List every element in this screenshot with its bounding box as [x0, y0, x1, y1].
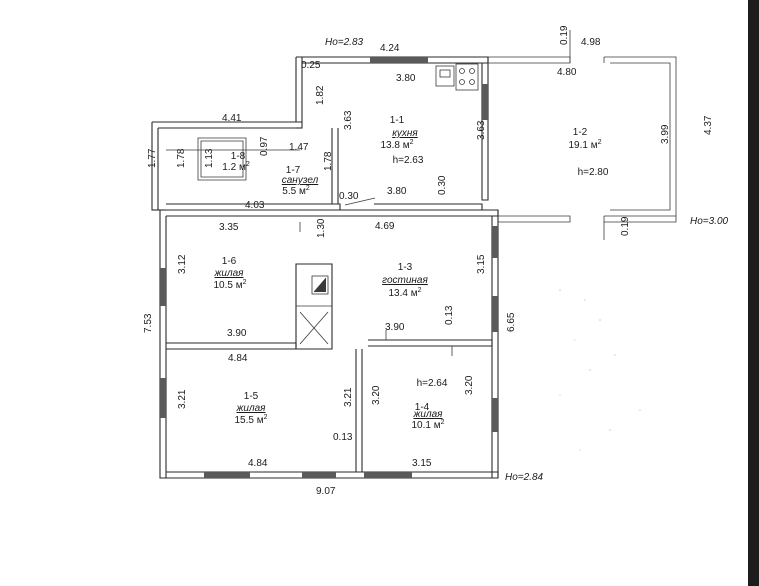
room-area: 5.5 м2	[282, 185, 310, 197]
room-id: 1-3	[398, 262, 413, 273]
dim-label: 4.24	[380, 43, 400, 54]
page-edge	[748, 0, 759, 586]
dim-label: 3.99	[660, 124, 671, 144]
window	[302, 472, 336, 478]
room-1-3: 1-3 гостиная 13.4 м2	[382, 262, 428, 299]
room-id: 1-5	[244, 391, 259, 402]
dim-label: 3.21	[177, 389, 188, 409]
room-1-4: h=2.64 1-4 жилая 10.1 м2	[411, 378, 447, 431]
window	[492, 398, 498, 432]
dim-label: 0.19	[620, 216, 631, 236]
room-area: 13.4 м2	[388, 287, 421, 299]
room-name: гостиная	[382, 275, 428, 286]
room-name: жилая	[413, 409, 444, 420]
room-1-7: 1-7 санузел 5.5 м2	[282, 165, 319, 197]
dim-label: 0.13	[333, 432, 353, 443]
dim-label: 0.13	[444, 305, 455, 325]
room-area: 13.8 м2	[380, 139, 413, 151]
dim-label: 0.97	[259, 136, 270, 156]
exterior-walls	[151, 30, 677, 479]
room-1-5: 1-5 жилая 15.5 м2	[234, 391, 267, 426]
room-id: 1-7	[286, 165, 301, 176]
dim-label: 7.53	[143, 313, 154, 333]
dimension-labels: 4.24 0.19 4.98 0.25 3.80 4.80 4.41 1.82 …	[143, 25, 714, 497]
room-height: h=2.64	[417, 378, 448, 389]
dim-label: 3.63	[343, 110, 354, 130]
dim-label: 4.98	[581, 37, 601, 48]
window	[492, 226, 498, 258]
window	[492, 296, 498, 332]
dim-label: 0.25	[301, 60, 321, 71]
window	[204, 472, 250, 478]
dim-label: 3.21	[343, 387, 354, 407]
dim-label: 4.69	[375, 221, 395, 232]
dim-label: 1.82	[315, 85, 326, 105]
dim-label: 1.13	[204, 148, 215, 168]
room-area: 15.5 м2	[234, 414, 267, 426]
dim-label: 1.77	[147, 148, 158, 168]
room-id: 1-8	[231, 151, 246, 162]
window	[482, 84, 488, 120]
room-1-8: 1-8 1.2 м2	[222, 151, 250, 173]
dim-label: 3.20	[371, 385, 382, 405]
dim-label: 3.35	[219, 222, 239, 233]
window	[160, 268, 166, 306]
dim-label: 1.47	[289, 142, 309, 153]
dim-label: 4.03	[245, 200, 265, 211]
room-id: 1-2	[573, 127, 588, 138]
room-name: жилая	[236, 403, 267, 414]
window	[364, 472, 412, 478]
height-mark-top: Ho=2.83	[325, 37, 364, 48]
room-area: 10.1 м2	[411, 419, 444, 431]
room-name: жилая	[214, 268, 245, 279]
dim-label: 0.30	[339, 191, 359, 202]
dim-label: 4.84	[228, 353, 248, 364]
sink-icon	[455, 63, 479, 91]
room-1-1: 1-1 кухня 13.8 м2 h=2.63	[380, 115, 423, 166]
dim-label: 1.30	[316, 218, 327, 238]
room-area: 1.2 м2	[222, 161, 250, 173]
room-height: h=2.80	[578, 167, 609, 178]
dim-label: 0.19	[559, 25, 570, 45]
window	[370, 57, 428, 63]
height-mark-right: Ho=3.00	[690, 216, 729, 227]
dim-label: 3.90	[385, 322, 405, 333]
dim-label: 3.80	[387, 186, 407, 197]
dim-label: 3.90	[227, 328, 247, 339]
dim-label: 3.20	[464, 375, 475, 395]
room-id: 1-4	[415, 402, 430, 413]
room-id: 1-6	[222, 256, 237, 267]
room-name: кухня	[392, 128, 418, 139]
stove-icon	[435, 65, 455, 87]
dim-label: 3.12	[177, 254, 188, 274]
room-id: 1-1	[390, 115, 405, 126]
dim-label: 3.63	[476, 120, 487, 140]
dim-label: 3.15	[476, 254, 487, 274]
windows	[160, 57, 498, 478]
room-1-6: 1-6 жилая 10.5 м2	[213, 256, 246, 291]
dim-label: 4.84	[248, 458, 268, 469]
window	[160, 378, 166, 418]
scan-noise	[559, 289, 641, 451]
dim-label: 6.65	[506, 312, 517, 332]
room-area: 10.5 м2	[213, 279, 246, 291]
room-area: 19.1 м2	[568, 139, 601, 151]
dim-label: 3.15	[412, 458, 432, 469]
dim-label: 0.30	[437, 175, 448, 195]
room-1-2: 1-2 19.1 м2 h=2.80	[568, 127, 608, 178]
dim-label: 1.78	[323, 151, 334, 171]
room-name: санузел	[282, 175, 319, 186]
room-height: h=2.63	[393, 155, 424, 166]
dim-label: 4.80	[557, 67, 577, 78]
dim-label: 4.37	[703, 115, 714, 135]
dim-label: 4.41	[222, 113, 242, 124]
chimney-icon	[311, 275, 329, 295]
height-mark-bottom: Ho=2.84	[505, 472, 544, 483]
dim-label: 9.07	[316, 486, 336, 497]
interior-walls	[166, 127, 493, 473]
dim-label: 3.80	[396, 73, 416, 84]
dim-label: 1.78	[176, 148, 187, 168]
